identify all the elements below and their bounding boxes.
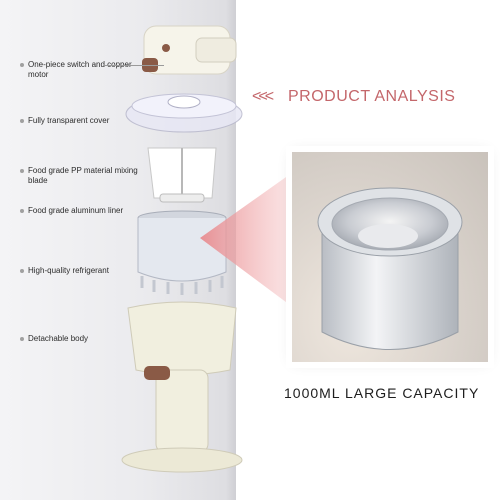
callout-refrigerant: High-quality refrigerant bbox=[20, 266, 143, 276]
callout-dot bbox=[20, 63, 24, 67]
callout-motor: One-piece switch and copper motor bbox=[20, 60, 164, 80]
aluminum-liner bbox=[137, 210, 227, 295]
callout-dot bbox=[20, 269, 24, 273]
motor-unit bbox=[142, 25, 237, 75]
transparent-cover bbox=[125, 93, 243, 133]
callout-leader-line bbox=[104, 65, 164, 66]
callout-dot bbox=[20, 119, 24, 123]
chevron-left-icon: <<< bbox=[252, 88, 274, 105]
capacity-label: 1000ML LARGE CAPACITY bbox=[284, 385, 480, 401]
exploded-product-illustration bbox=[121, 25, 243, 473]
highlight-beam bbox=[200, 160, 310, 320]
liner-closeup-photo bbox=[292, 152, 488, 362]
aluminum-liner-closeup bbox=[317, 187, 463, 350]
callout-blade: Food grade PP material mixing blade bbox=[20, 166, 143, 186]
callout-dot bbox=[20, 169, 24, 173]
mixing-blade bbox=[147, 147, 217, 203]
callout-dot bbox=[20, 209, 24, 213]
callout-liner: Food grade aluminum liner bbox=[20, 206, 143, 216]
section-heading: PRODUCT ANALYSIS bbox=[288, 88, 456, 105]
callout-body: Detachable body bbox=[20, 334, 143, 344]
callout-dot bbox=[20, 337, 24, 341]
callout-cover: Fully transparent cover bbox=[20, 116, 143, 126]
detachable-body bbox=[121, 301, 243, 473]
